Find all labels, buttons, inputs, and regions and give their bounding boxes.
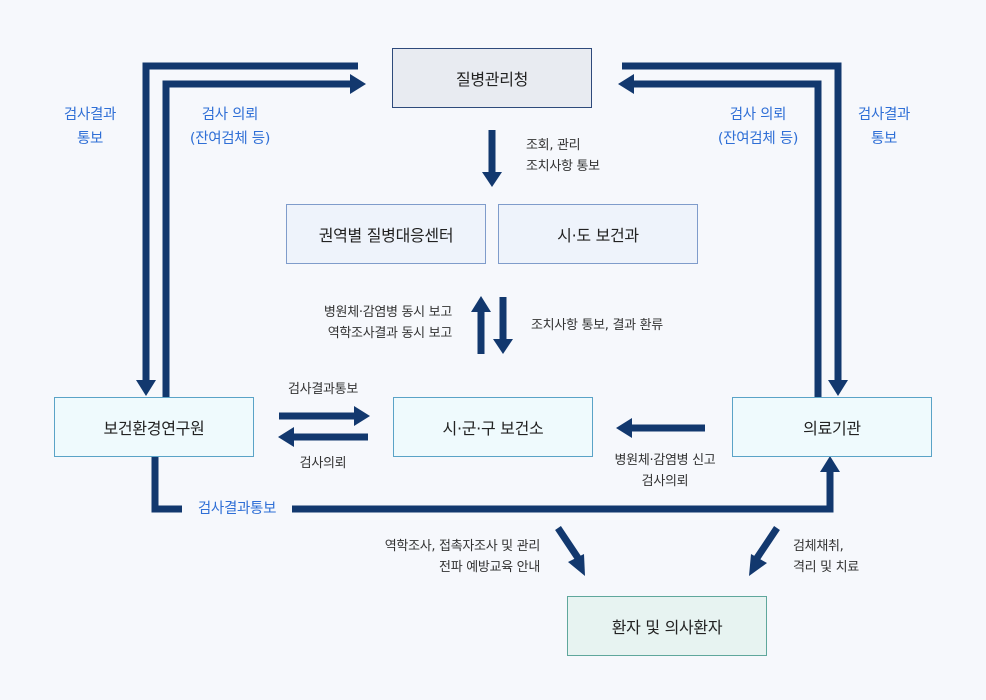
health-to-patient-arrow (555, 526, 581, 560)
label-kdca-down: 조회, 관리 조치사항 통보 (526, 138, 600, 174)
right-outer-report-arrow (622, 62, 842, 386)
left-outer-report-arrow (142, 62, 358, 386)
label-bottom-report: 검사결과통보 (197, 501, 277, 517)
label-left-outer-report: 검사결과 통보 (63, 107, 117, 147)
label-up-report: 병원체·감염병 동시 보고 역학조사결과 동시 보고 (323, 305, 452, 341)
bottom-report-arrow-right (292, 470, 834, 513)
right-inner-request-arrow (632, 80, 822, 397)
node-regional-center: 권역별 질병대응센터 (286, 204, 486, 264)
label-hospital-to-patient: 검체채취, 격리 및 치료 (793, 539, 859, 575)
hospital-to-patient-arrow (754, 526, 780, 560)
label-right-inner-request: 검사 의뢰 (잔여검체 등) (717, 107, 799, 147)
left-inner-request-arrow (162, 80, 352, 397)
label-left-inner-request: 검사 의뢰 (잔여검체 등) (189, 107, 271, 147)
node-medical-institution: 의료기관 (732, 397, 932, 457)
node-provincial-health: 시·도 보건과 (498, 204, 698, 264)
node-local-health-center: 시·군·구 보건소 (393, 397, 593, 457)
label-right-outer-report: 검사결과 통보 (857, 107, 911, 147)
label-down-notice: 조치사항 통보, 결과 환류 (531, 318, 663, 333)
node-patients: 환자 및 의사환자 (567, 596, 767, 656)
label-health-to-patient: 역학조사, 접촉자조사 및 관리 전파 예방교육 안내 (384, 539, 541, 575)
label-hospital-report: 병원체·감염병 신고 검사의뢰 (614, 453, 716, 489)
node-research-institute: 보건환경연구원 (54, 397, 254, 457)
node-kdca: 질병관리청 (392, 48, 592, 108)
label-from-center-request: 검사의뢰 (299, 456, 347, 471)
bottom-report-arrow-left (151, 457, 182, 513)
label-to-center-report: 검사결과통보 (288, 382, 358, 397)
